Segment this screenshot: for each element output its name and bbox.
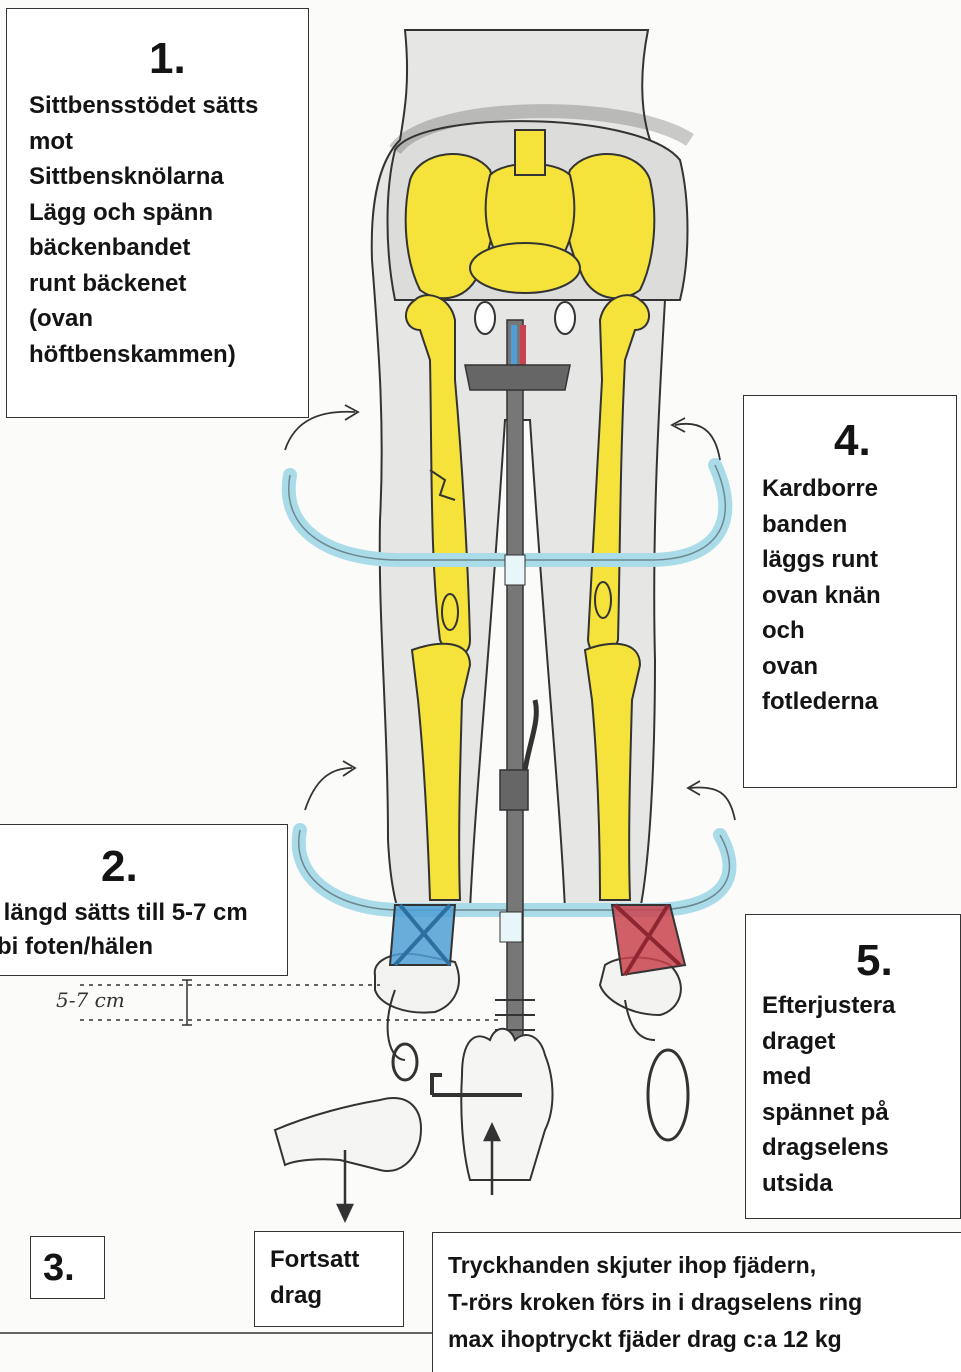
measurement-label: 5-7 cm <box>56 988 125 1012</box>
step-2-box: 2. längd sätts till 5-7 cm bi foten/häle… <box>0 824 288 976</box>
step-4-text: Kardborre banden läggs runt ovan knän oc… <box>762 471 881 720</box>
continued-traction-box: Fortsatt drag <box>254 1231 404 1327</box>
continued-traction-text: Fortsatt drag <box>270 1242 359 1313</box>
step-4-box: 4. Kardborre banden läggs runt ovan knän… <box>743 395 957 788</box>
step-5-number: 5. <box>856 939 893 983</box>
step-2-number: 2. <box>101 845 138 889</box>
step-1-box: 1. Sittbensstödet sätts mot Sittbensknöl… <box>6 8 309 418</box>
step-1-number: 1. <box>149 37 186 81</box>
step-3-number: 3. <box>43 1249 75 1287</box>
step-3-box: 3. <box>30 1236 105 1299</box>
bottom-note-box: Tryckhanden skjuter ihop fjädern, T-rörs… <box>432 1232 961 1372</box>
step-2-text: längd sätts till 5-7 cm bi foten/hälen <box>0 896 248 964</box>
bottom-note-text: Tryckhanden skjuter ihop fjädern, T-rörs… <box>448 1247 862 1358</box>
step-1-text: Sittbensstödet sätts mot Sittbensknölarn… <box>29 88 258 372</box>
step-4-number: 4. <box>834 419 871 463</box>
step-5-box: 5. Efterjustera draget med spännet på dr… <box>745 914 961 1219</box>
step-5-text: Efterjustera draget med spännet på drags… <box>762 988 895 1201</box>
